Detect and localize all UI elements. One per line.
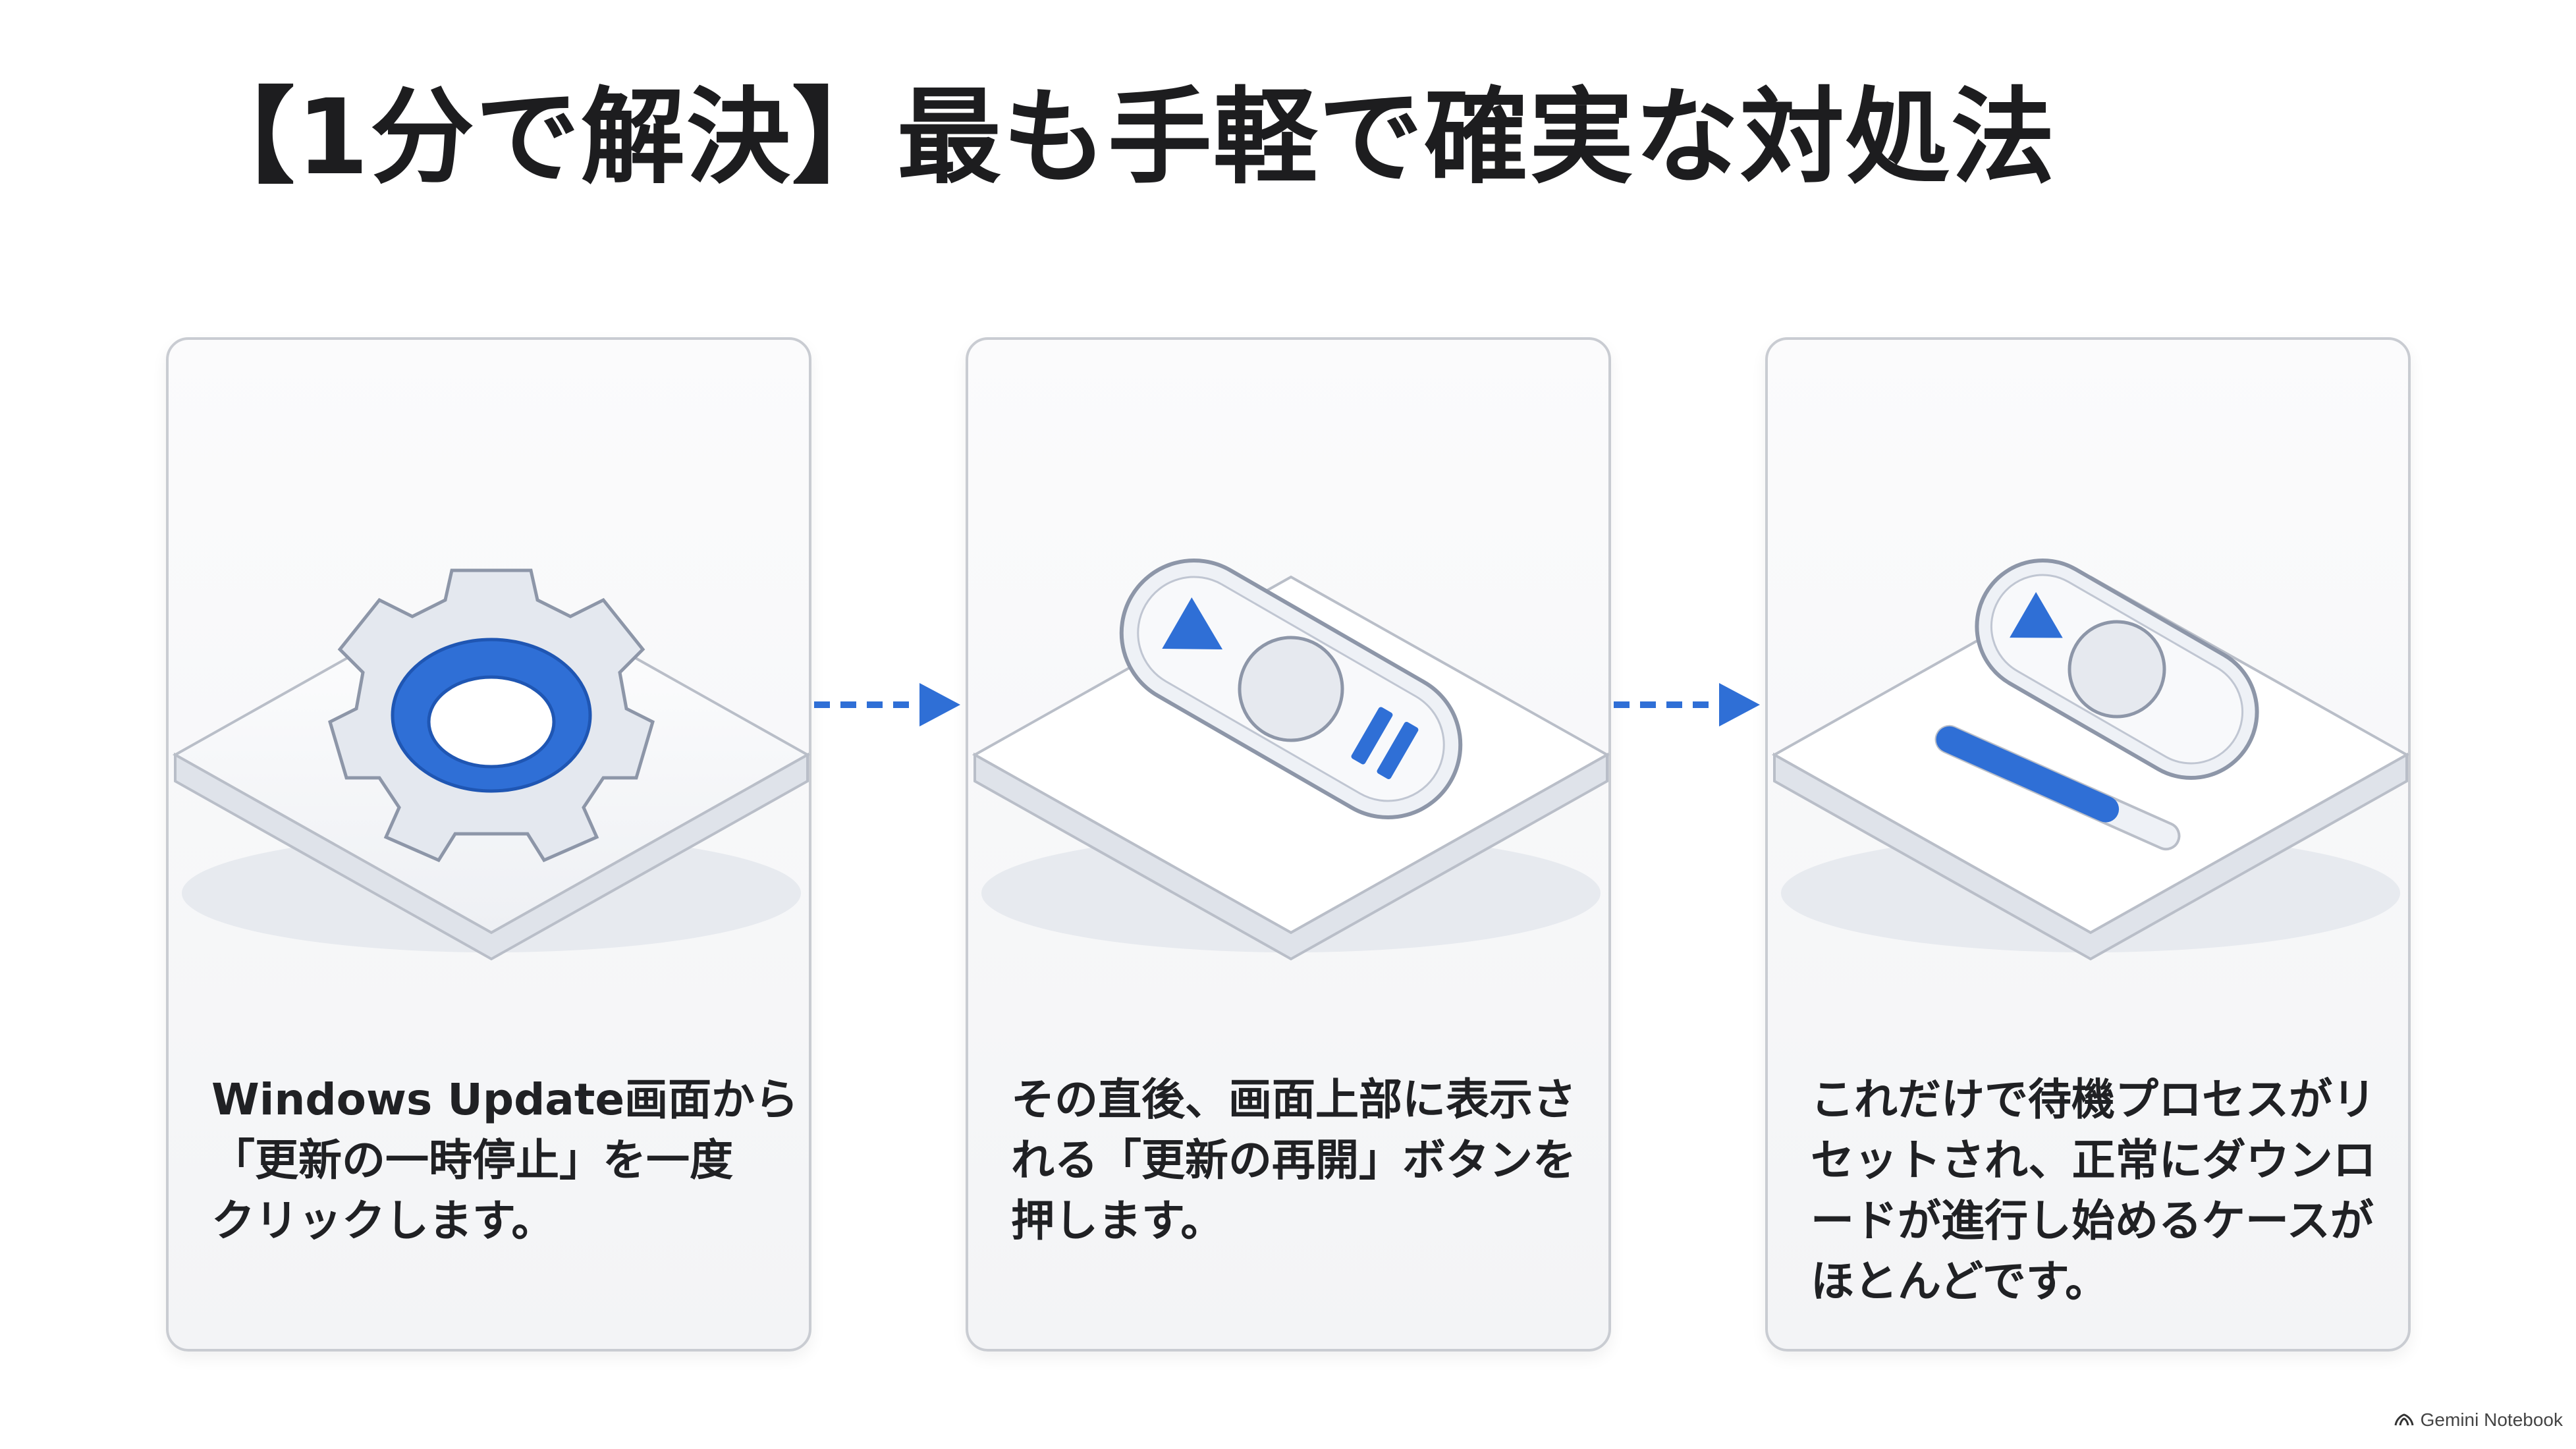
step-text-2: その直後、画面上部に表示さ れる「更新の再開」ボタンを 押します。 (1011, 1074, 1576, 1246)
notebook-logo-icon (2394, 1413, 2414, 1426)
step-card-3: これだけで待機プロセスがリ セットされ、正常にダウンロ ードが進行し始めるケース… (1765, 337, 2411, 1352)
page-title: 【1分で解決】最も手軽で確実な対処法 (191, 77, 2056, 198)
step-text-3: これだけで待機プロセスがリ セットされ、正常にダウンロ ードが進行し始めるケース… (1811, 1074, 2376, 1307)
step-card-1: Windows Update画面から 「更新の一時停止」を一度 クリックします。 (166, 337, 811, 1352)
gear-icon (172, 568, 811, 961)
play-pause-toggle-icon (972, 559, 1610, 961)
dashed-arrow-right-icon (814, 683, 960, 726)
dashed-arrow-right-icon (1614, 683, 1760, 726)
branding: Gemini Notebook (2394, 1409, 2563, 1431)
step-text-1: Windows Update画面から 「更新の一時停止」を一度 クリックします。 (211, 1074, 799, 1246)
branding-text: Gemini Notebook (2420, 1409, 2563, 1430)
play-progress-icon (1771, 559, 2410, 961)
step-card-2: その直後、画面上部に表示さ れる「更新の再開」ボタンを 押します。 (966, 337, 1611, 1352)
